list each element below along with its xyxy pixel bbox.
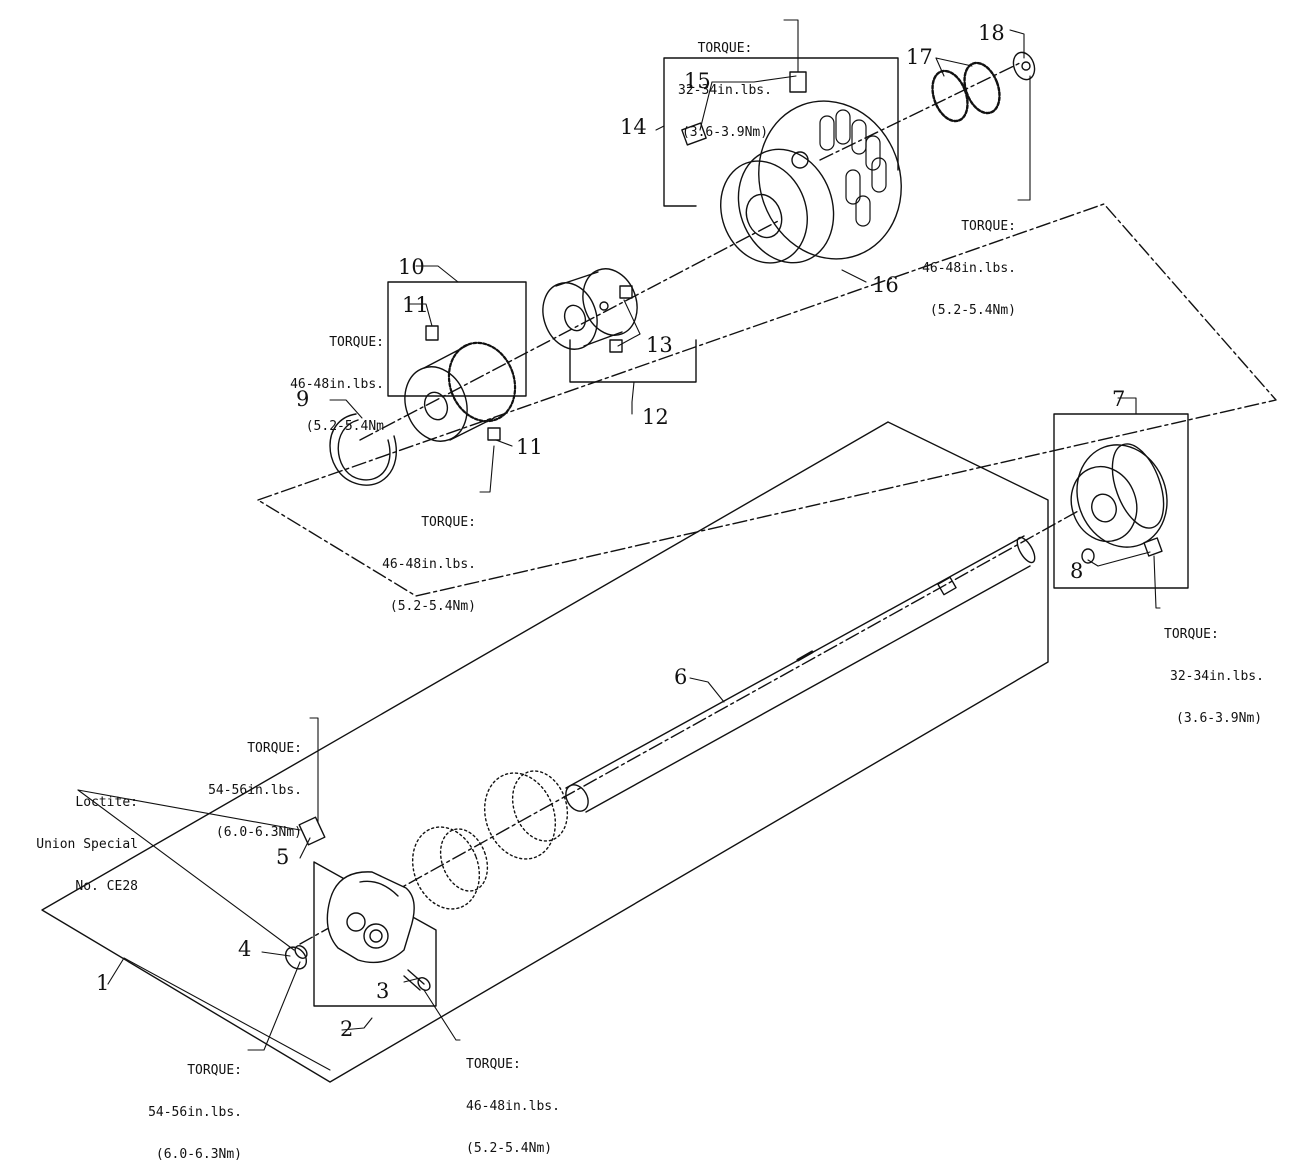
upper-centerline-2 — [819, 61, 1023, 161]
callout-11-bottom: 11 — [516, 435, 543, 459]
callout-15: 15 — [684, 69, 711, 93]
pulley-7-part — [1070, 443, 1168, 564]
callout-9: 9 — [296, 387, 310, 411]
torque-note-8: TORQUE: 32-34in.lbs. (3.6-3.9Nm) — [1164, 627, 1264, 726]
callout-13: 13 — [646, 333, 673, 357]
crank-housing-part — [313, 861, 437, 1007]
callout-8: 8 — [1070, 559, 1084, 583]
group-14-bracket — [663, 57, 899, 207]
callout-6: 6 — [674, 665, 688, 689]
callout-14: 14 — [620, 115, 647, 139]
torque-note-3: TORQUE: 46-48in.lbs. (5.2-5.4Nm) — [466, 1057, 560, 1156]
callout-16: 16 — [872, 273, 899, 297]
callout-7: 7 — [1112, 387, 1126, 411]
group-12-bracket — [569, 339, 697, 383]
base-plane-outline — [41, 421, 1049, 1083]
leader-lines — [77, 19, 1161, 1071]
torque-note-11-bottom: TORQUE: 46-48in.lbs. (5.2-5.4Nm) — [382, 515, 476, 614]
callout-18: 18 — [978, 21, 1005, 45]
callout-2: 2 — [340, 1017, 354, 1041]
callout-3: 3 — [376, 979, 390, 1003]
callout-10: 10 — [398, 255, 425, 279]
callout-5: 5 — [276, 845, 290, 869]
retaining-ring-9 — [329, 413, 397, 486]
ghost-pulleys — [411, 770, 569, 910]
group-10-box — [387, 281, 527, 397]
callout-11-top: 11 — [402, 293, 429, 317]
torque-note-5: TORQUE: 54-56in.lbs. (6.0-6.3Nm) — [208, 741, 302, 840]
group-7-box — [1053, 413, 1189, 589]
collar-part — [542, 268, 638, 353]
diagram-drawing — [41, 19, 1277, 1083]
callout-1: 1 — [96, 971, 110, 995]
callout-4: 4 — [238, 937, 252, 961]
callout-17: 17 — [906, 45, 933, 69]
screw-4 — [284, 945, 308, 970]
torque-note-4: TORQUE: 54-56in.lbs. (6.0-6.3Nm) — [148, 1063, 242, 1162]
assembly-enclosure — [257, 203, 1277, 597]
screw-5 — [298, 816, 326, 846]
gear-10-part — [404, 325, 517, 442]
torque-note-18: TORQUE: 46-48in.lbs. (5.2-5.4Nm) — [922, 219, 1016, 318]
loctite-note: Loctite: Union Special No. CE28 — [36, 795, 138, 894]
torque-note-15: TORQUE: 32-34in.lbs. (3.6-3.9Nm) — [678, 41, 772, 140]
callout-12: 12 — [642, 405, 669, 429]
nut-18 — [1012, 51, 1036, 81]
torque-note-11-top: TORQUE: 46-48in.lbs. (5.2-5.4Nm — [290, 335, 384, 434]
upper-centerline — [359, 219, 781, 441]
retaining-rings-17 — [931, 61, 1001, 123]
shaft-part — [565, 535, 1036, 813]
exploded-parts-diagram: 1 2 3 4 5 6 7 8 9 10 11 11 12 13 14 15 1… — [36, 19, 1277, 1162]
shaft-centerline — [299, 509, 1081, 945]
